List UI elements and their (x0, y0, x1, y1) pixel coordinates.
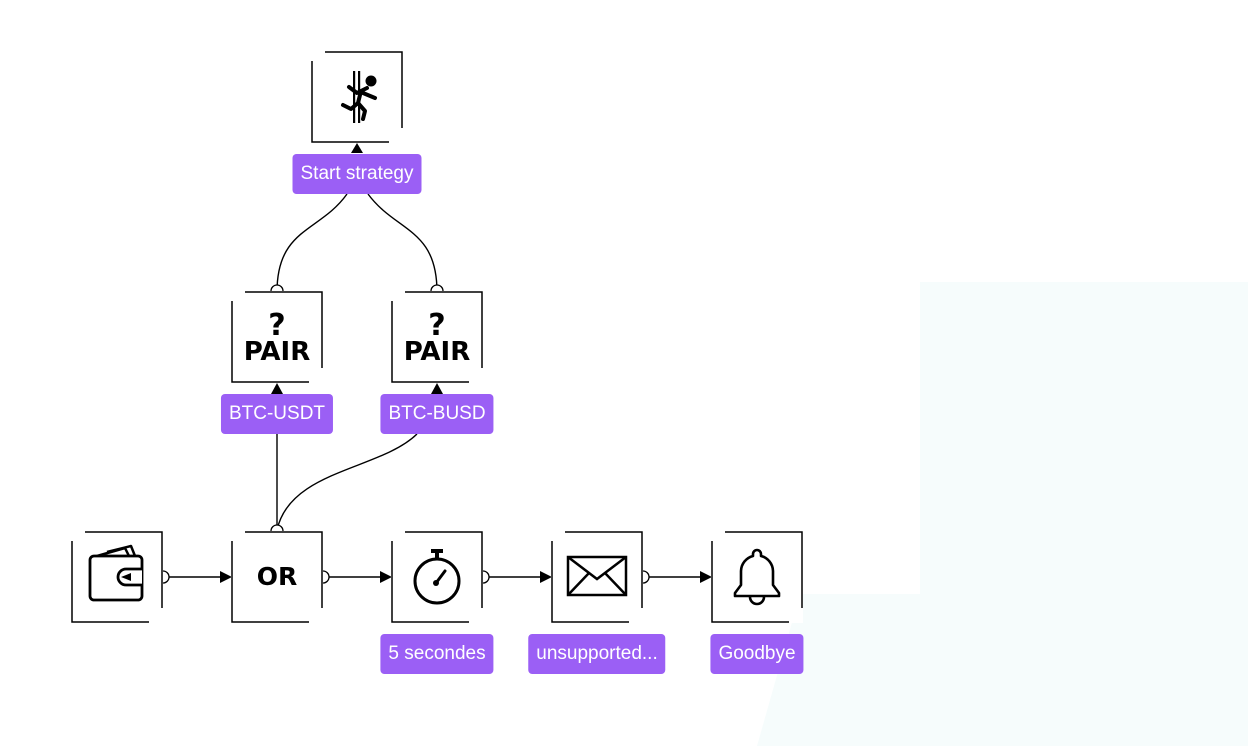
canvas-tint-region (757, 282, 1248, 746)
port-wallet-right (162, 570, 170, 584)
node-frame (551, 531, 643, 623)
arrow-into-exit (351, 143, 363, 153)
label-btc-busd[interactable]: BTC-BUSD (380, 394, 494, 434)
node-frame (711, 531, 803, 623)
port-or-right (322, 570, 330, 584)
wire-start-to-pair-usdt (276, 193, 348, 293)
node-frame (231, 531, 323, 623)
wallet-icon (88, 544, 144, 602)
node-pair-busd-text: PAIR (403, 337, 471, 367)
arrow-into-pair-busd (431, 383, 443, 394)
label-btc-usdt[interactable]: BTC-USDT (220, 394, 334, 434)
exit-door-icon (341, 71, 377, 123)
label-timer[interactable]: 5 secondes (380, 634, 494, 674)
node-pair-busd[interactable]: ? PAIR (391, 291, 483, 383)
bell-icon (733, 548, 781, 606)
node-frame (391, 291, 483, 383)
node-exit-strategy[interactable] (311, 51, 403, 143)
node-frame (71, 531, 163, 623)
wire-busd-to-or (276, 433, 418, 531)
stopwatch-icon (413, 549, 461, 605)
node-frame (311, 51, 403, 143)
port-pair-usdt-top (270, 284, 284, 292)
envelope-icon (566, 555, 628, 597)
svg-text:?: ? (268, 308, 285, 343)
node-or-gate[interactable]: OR (231, 531, 323, 623)
label-start-strategy[interactable]: Start strategy (292, 154, 422, 194)
node-pair-usdt[interactable]: ? PAIR (231, 291, 323, 383)
question-mark-icon: ? (268, 308, 285, 343)
label-email[interactable]: unsupported... (528, 634, 666, 674)
node-or-text: OR (256, 562, 298, 591)
port-email-right (642, 570, 650, 584)
port-or-top (270, 524, 284, 532)
node-pair-usdt-text: PAIR (243, 337, 311, 367)
svg-text:?: ? (428, 308, 445, 343)
node-notify[interactable] (711, 531, 803, 623)
node-frame (391, 531, 483, 623)
arrow-into-pair-usdt (271, 383, 283, 394)
question-mark-icon: ? (428, 308, 445, 343)
node-timer[interactable] (391, 531, 483, 623)
node-email[interactable] (551, 531, 643, 623)
node-wallet[interactable] (71, 531, 163, 623)
wire-start-to-pair-busd (367, 193, 438, 293)
port-timer-right (482, 570, 490, 584)
label-notify[interactable]: Goodbye (710, 634, 804, 674)
port-pair-busd-top (430, 284, 444, 292)
node-frame (231, 291, 323, 383)
